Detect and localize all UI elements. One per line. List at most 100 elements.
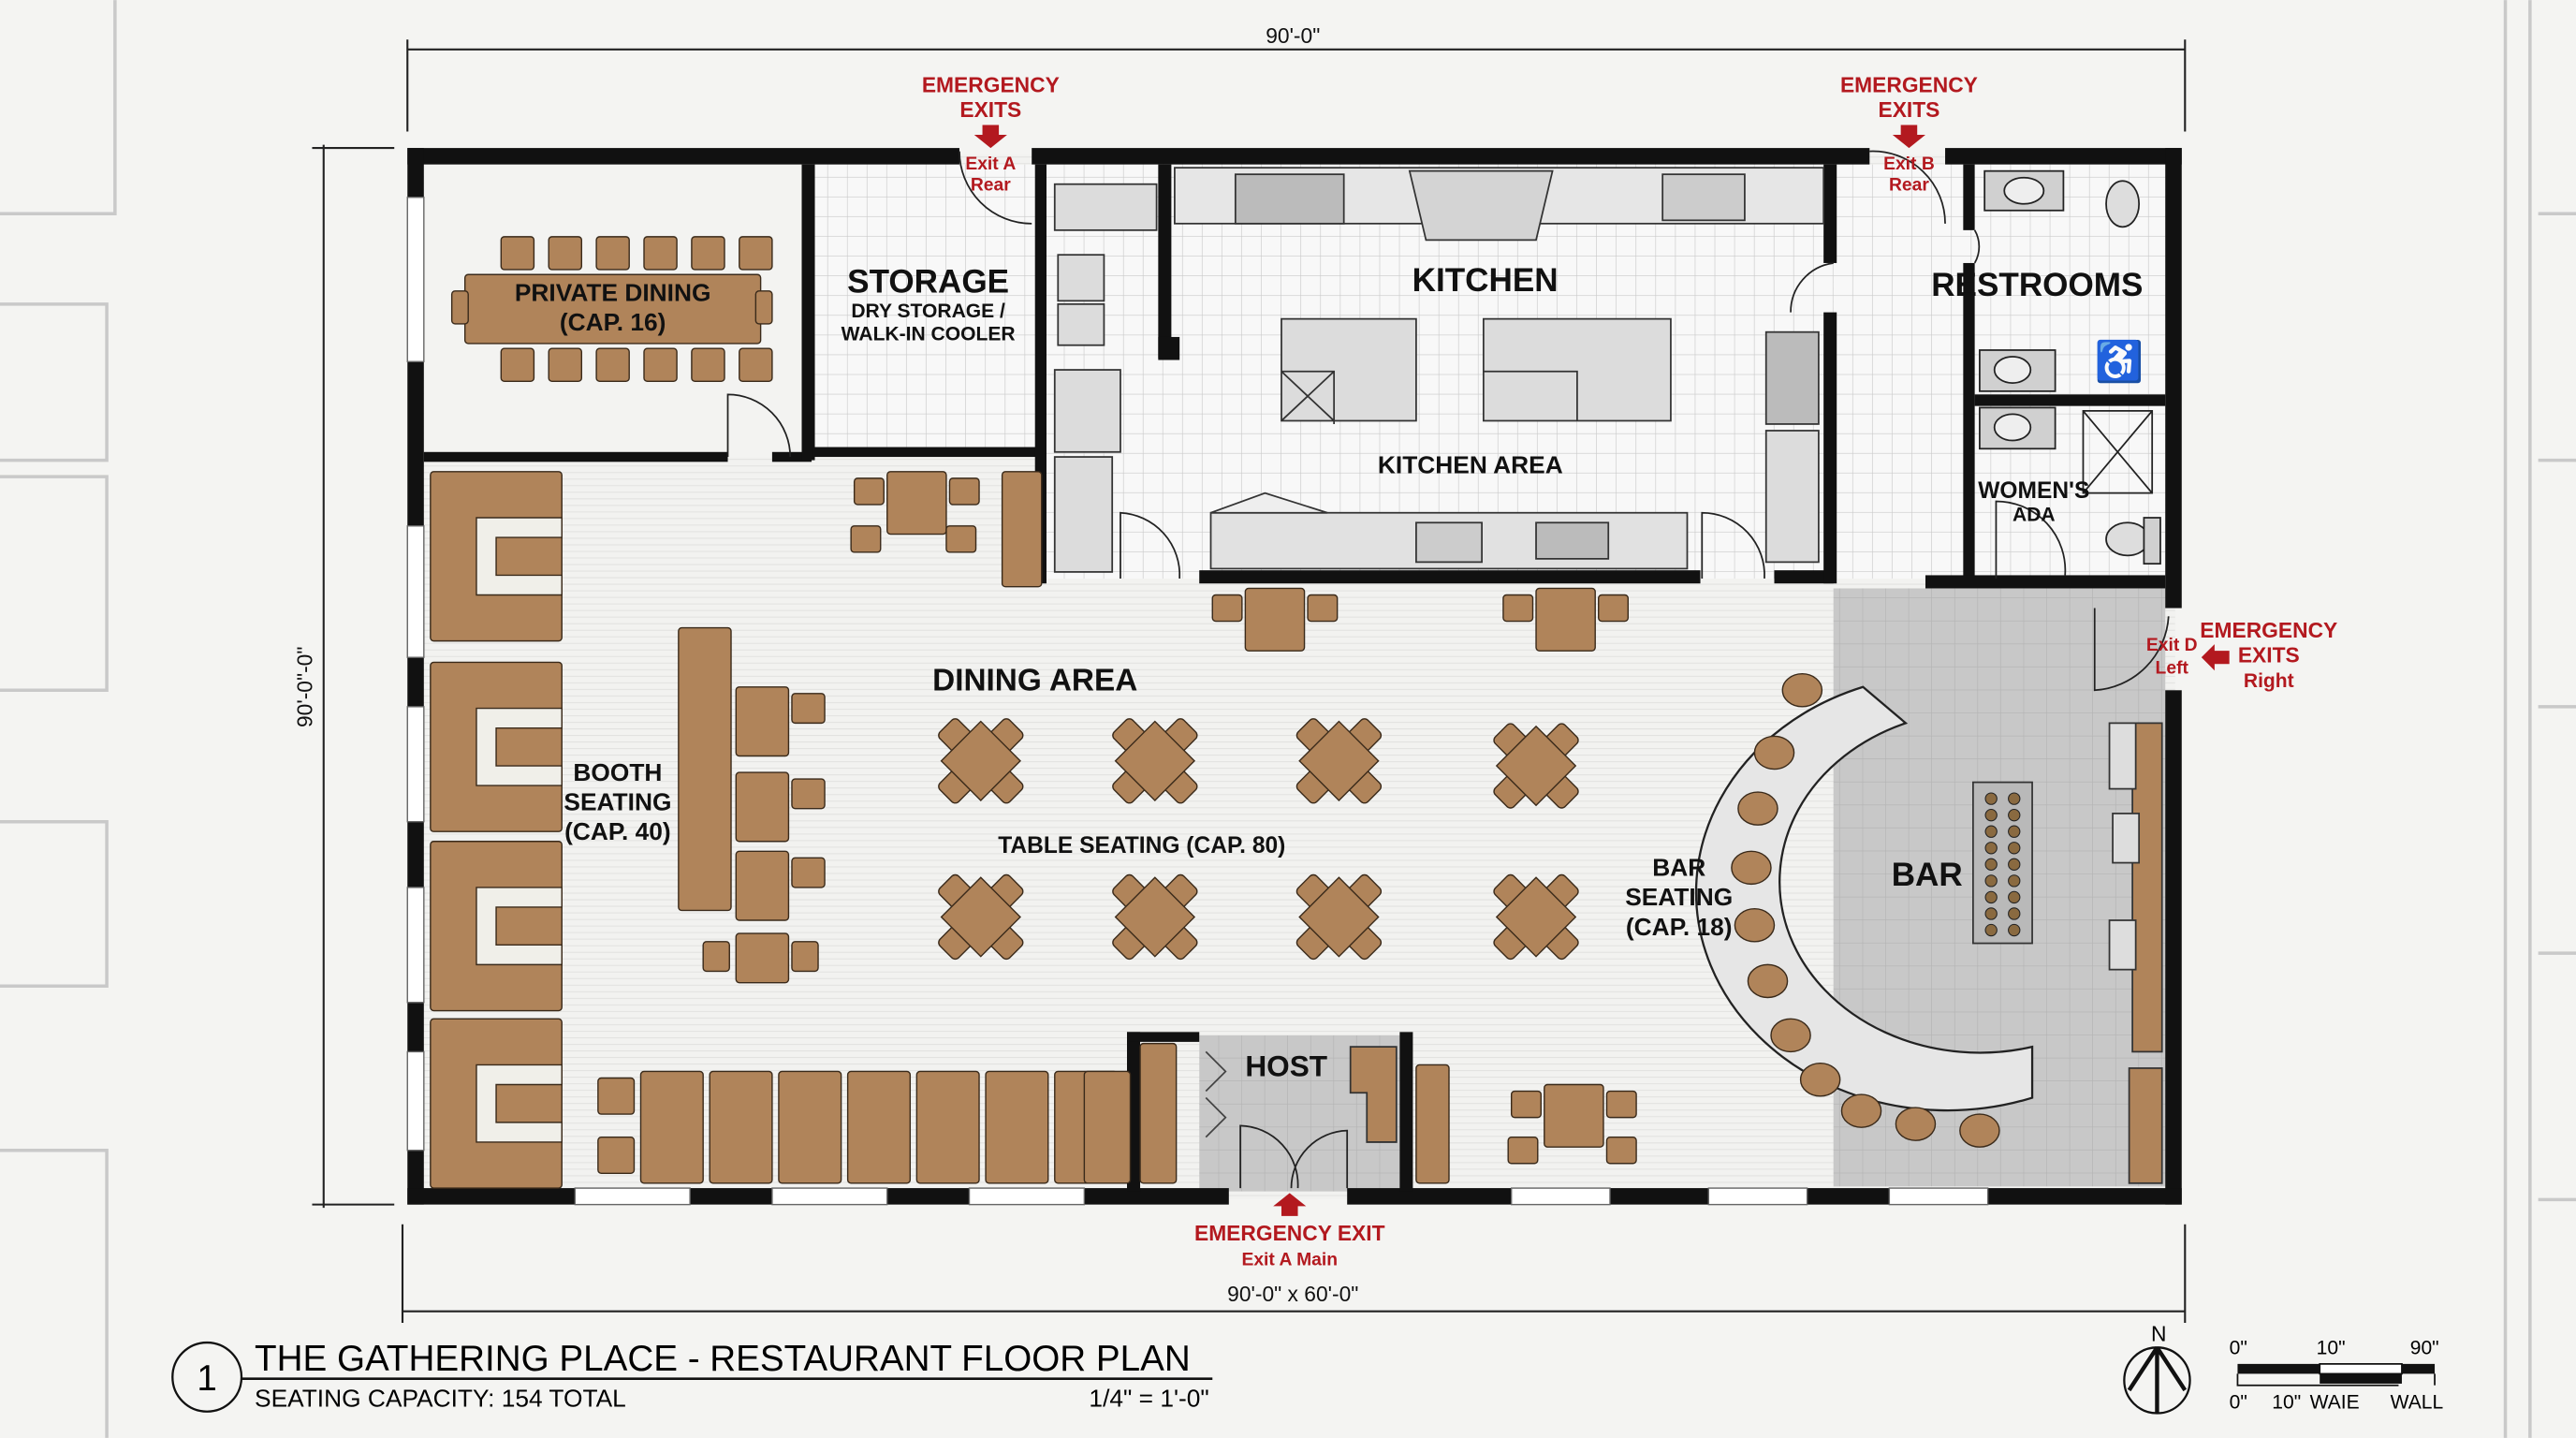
booth-label: BOOTH — [573, 758, 662, 786]
bottle — [1984, 874, 1998, 888]
chair — [1605, 1090, 1637, 1119]
bottle — [2008, 792, 2021, 805]
table-top — [1495, 876, 1577, 958]
chair — [945, 525, 977, 553]
bar-stool — [1799, 1062, 1841, 1097]
exit-a-sub: Rear — [971, 176, 1011, 196]
chair — [754, 290, 773, 325]
bottle — [1984, 858, 1998, 871]
bottom-booth-table — [915, 1070, 980, 1184]
four-top-table — [938, 718, 1024, 804]
chair — [548, 347, 583, 383]
bar-seating-label-2: SEATING — [1625, 883, 1733, 911]
host-rail — [1205, 1050, 1227, 1138]
chair — [500, 236, 535, 271]
booth-seat-outline — [476, 517, 563, 596]
prep-table — [1281, 317, 1417, 422]
exit-b-heading: EMERGENCY — [1840, 72, 1978, 96]
exit-d: Exit D Left EMERGENCY EXITS Right — [2146, 618, 2337, 692]
drawing-scale: 1/4" = 1'-0" — [1089, 1385, 1208, 1413]
dimension-left: 90'-0"-0" — [292, 647, 316, 727]
two-top-table — [886, 471, 947, 536]
private-dining-label: PRIVATE DINING — [515, 278, 711, 306]
chair — [1502, 594, 1534, 623]
drawing-number: 1 — [197, 1358, 216, 1399]
arrow-up-icon — [1273, 1193, 1307, 1216]
exit-d-heading-2: EXITS — [2238, 642, 2300, 667]
chair — [595, 347, 630, 383]
host-label: HOST — [1245, 1049, 1327, 1083]
storage-sub-2: WALK-IN COOLER — [842, 323, 1016, 345]
exit-d-heading-3: Right — [2244, 670, 2294, 692]
north-arrow-icon — [2127, 1346, 2188, 1414]
scale-bottom-0: 0" — [2230, 1391, 2247, 1413]
host-stand — [1349, 1046, 1398, 1143]
exit-a-label: Exit A — [965, 154, 1016, 174]
scale-bottom-10: 10" — [2272, 1391, 2301, 1413]
host-side-booth — [1139, 1042, 1178, 1184]
exit-b-rear: EMERGENCY EXITS Exit B Rear — [1840, 72, 1978, 195]
bottle — [2008, 923, 2021, 937]
bottom-booth-table — [709, 1070, 773, 1184]
table-top — [1114, 876, 1196, 958]
bar-stool — [1840, 1093, 1882, 1128]
bar-stool — [1895, 1107, 1937, 1141]
chair — [791, 778, 826, 810]
sink-icon — [1661, 173, 1746, 222]
four-top-table — [1112, 718, 1198, 804]
exit-d-sub: Left — [2156, 659, 2189, 679]
chair — [548, 236, 583, 271]
kitchen-area-label: KITCHEN AREA — [1378, 451, 1563, 479]
chair — [850, 525, 882, 553]
bar-stool — [1731, 850, 1772, 886]
side-booth — [1415, 1064, 1450, 1184]
drawing-title: THE GATHERING PLACE - RESTAURANT FLOOR P… — [255, 1339, 1191, 1379]
exit-b-sub: Rear — [1889, 176, 1929, 196]
booth-seating-label: SEATING — [564, 787, 671, 815]
bar-stool — [1781, 673, 1823, 708]
dimension-lines — [312, 39, 2187, 1323]
booth-seat-outline — [476, 1064, 563, 1143]
bottom-booth-table — [846, 1070, 912, 1184]
chair — [791, 857, 826, 888]
title-block: 1 THE GATHERING PLACE - RESTAURANT FLOOR… — [171, 1339, 1213, 1413]
chair — [853, 477, 885, 506]
scale-top-90: 90" — [2410, 1337, 2439, 1358]
exit-a-heading: EMERGENCY — [922, 72, 1060, 96]
chair — [791, 941, 819, 973]
north-label: N — [2151, 1321, 2166, 1345]
drawing-number-circle — [171, 1341, 243, 1413]
wall-booth — [1001, 471, 1043, 588]
door-swings — [726, 150, 2170, 1189]
bar-stool — [1747, 963, 1789, 999]
chair — [643, 347, 678, 383]
furniture — [430, 236, 1637, 1189]
exit-d-label: Exit D — [2146, 636, 2198, 655]
prep-counter — [1053, 183, 1158, 231]
bottle — [1984, 907, 1998, 920]
table-top — [1298, 876, 1380, 958]
bottle — [1984, 923, 1998, 937]
chair — [948, 477, 980, 506]
exit-b-heading-2: EXITS — [1878, 97, 1939, 122]
chair — [691, 347, 725, 383]
dish-sink-icon — [1415, 521, 1483, 564]
wheelchair-accessible-icon: ♿ — [2095, 338, 2144, 384]
bottle — [2008, 874, 2021, 888]
bar-stools — [1731, 673, 2000, 1148]
four-top-table — [1493, 873, 1579, 961]
four-top-table — [1112, 873, 1198, 961]
bar-stool — [1734, 908, 1776, 943]
exit-d-heading: EMERGENCY — [2200, 618, 2337, 642]
table-top — [1495, 725, 1577, 807]
bottle — [1984, 809, 1998, 822]
chair — [595, 236, 630, 271]
two-top-table — [1544, 1083, 1604, 1148]
hood-icon — [1408, 169, 1554, 242]
chair — [1510, 1090, 1542, 1119]
bottle-rack — [1984, 792, 2021, 937]
bar-stool — [1753, 735, 1795, 770]
bottle — [2008, 890, 2021, 904]
exit-main-heading: EMERGENCY EXIT — [1194, 1221, 1385, 1245]
